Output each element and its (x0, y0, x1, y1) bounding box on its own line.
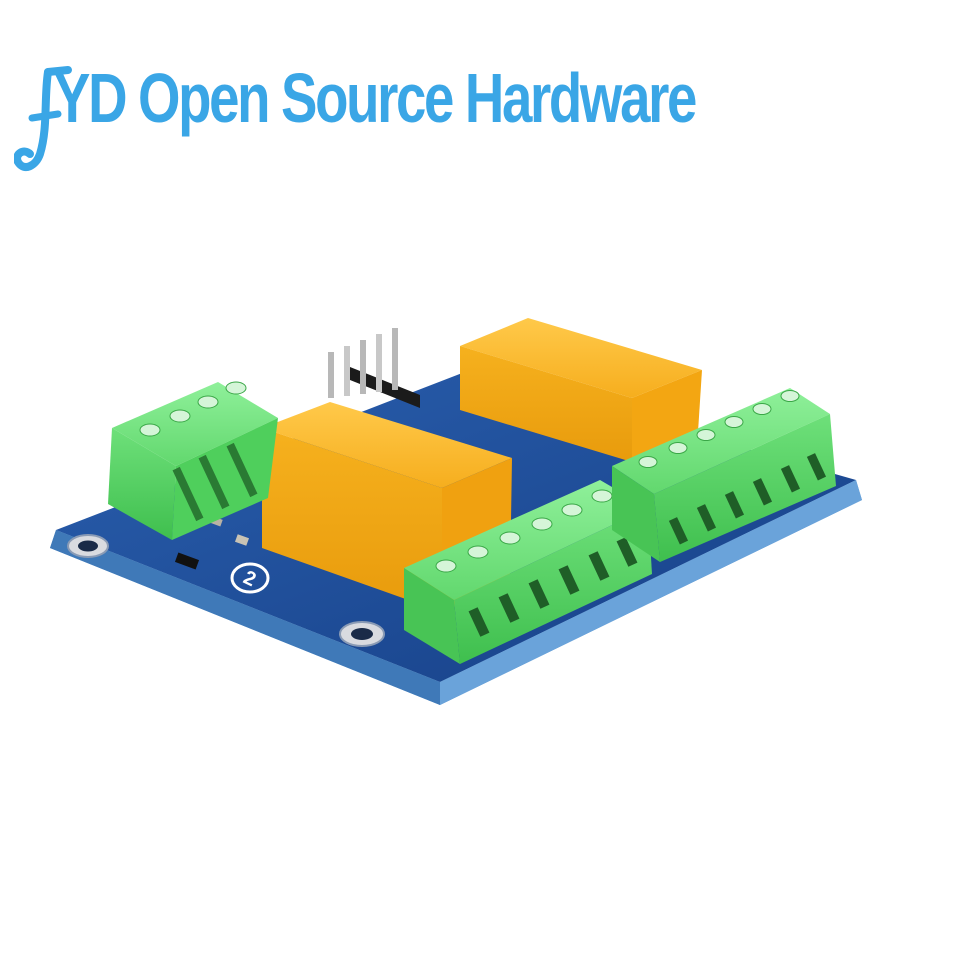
terminal-block-left (108, 381, 278, 540)
watermark-swash-icon (14, 66, 72, 171)
terminal-block-front (404, 480, 652, 664)
watermark-logo: YD Open Source Hardware (14, 48, 697, 178)
header-pins (328, 328, 420, 408)
watermark-text: YD Open Source Hardware (54, 59, 697, 137)
terminal-block-back (612, 388, 836, 562)
relay-front (262, 402, 512, 612)
mounting-holes (67, 534, 385, 647)
relay-back (460, 318, 702, 462)
